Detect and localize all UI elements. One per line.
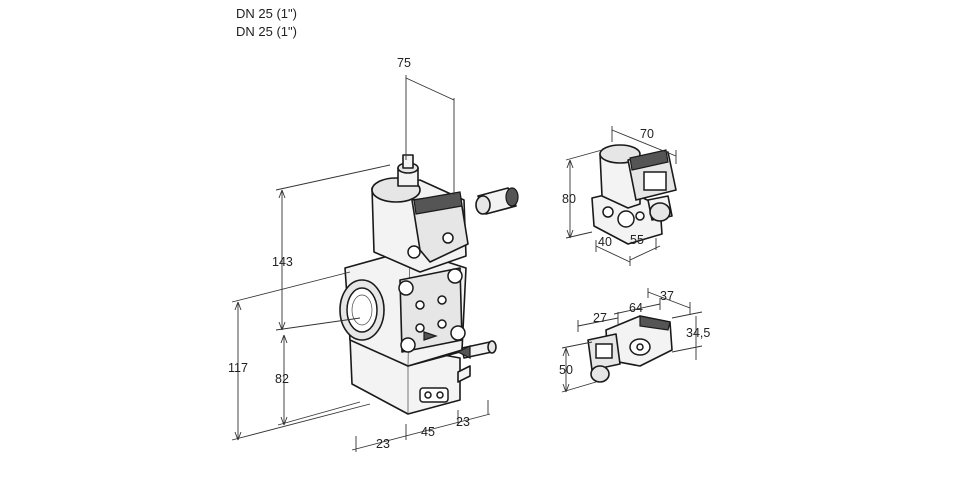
screw [450, 325, 466, 341]
dim-55: 55 [630, 233, 644, 247]
switch-view-drawing [587, 315, 673, 383]
dim-37: 37 [660, 289, 674, 303]
screw [447, 268, 463, 284]
dim-45: 45 [421, 425, 435, 439]
dim-64: 64 [629, 301, 643, 315]
main-view-dimensions: 75 143 117 82 23 45 23 [228, 56, 491, 452]
main-valve-drawing [339, 154, 519, 415]
switch-gland [590, 365, 610, 383]
valve-face-plate [399, 267, 463, 353]
dim-80: 80 [562, 192, 576, 206]
title-line-1: DN 25 (1") [236, 6, 297, 21]
dim-40: 40 [598, 235, 612, 249]
actuator-view-dimensions: 70 80 40 55 [562, 126, 677, 266]
outlet-arrow-icon [456, 345, 471, 359]
dim-34-5: 34,5 [686, 326, 710, 340]
dim-143: 143 [272, 255, 293, 269]
actuator-gland [649, 202, 671, 222]
dim-70: 70 [640, 127, 654, 141]
inlet-opening [346, 287, 378, 333]
lower-block-port [419, 387, 449, 403]
dim-23-left: 23 [376, 437, 390, 451]
dim-82: 82 [275, 372, 289, 386]
actuator-view-drawing [591, 144, 677, 245]
screw [400, 337, 416, 353]
solenoid-stem [402, 154, 414, 169]
dim-27: 27 [593, 311, 607, 325]
dim-117: 117 [228, 361, 248, 375]
dim-50: 50 [559, 363, 573, 377]
dim-23-right: 23 [456, 415, 470, 429]
cable-gland [475, 187, 519, 215]
flow-arrow-icon [423, 331, 438, 341]
title-line-2: DN 25 (1") [236, 24, 297, 39]
header-titles: DN 25 (1") DN 25 (1") [236, 5, 297, 41]
dim-75: 75 [397, 56, 411, 70]
switch-view-dimensions: 27 64 37 34,5 50 [559, 288, 710, 393]
screw [398, 280, 414, 296]
